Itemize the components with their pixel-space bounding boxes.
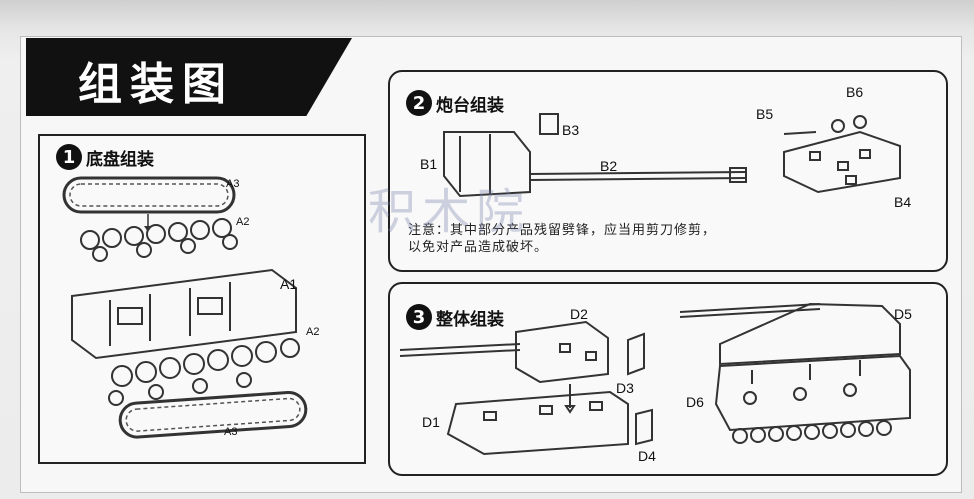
label-b4: B4 [894,194,912,210]
label-d3: D3 [616,380,634,396]
assembly-note: 注意：其中部分产品残留劈锋，应当用剪刀修剪， 以免对产品造成破坏。 [408,222,716,256]
step-3-label: 整体组装 [436,309,504,330]
label-a2-top: A2 [236,216,250,228]
label-a3-top: A3 [226,178,240,190]
step-1-label: 底盘组装 [86,149,154,170]
step-2-label: 炮台组装 [436,95,504,116]
track-top [62,176,236,214]
track-bottom [118,390,308,439]
title-banner [26,38,352,116]
turret-left [443,113,747,198]
tank-assembled [679,302,911,444]
watermark: 积木院 [368,184,531,240]
label-d2: D2 [570,306,588,322]
step-3-panel: 3 整体组装 [388,282,948,476]
road-wheels [732,420,892,444]
label-d1: D1 [422,414,440,430]
label-b1: B1 [420,156,438,172]
label-b2: B2 [600,158,618,174]
chassis-diagram [62,176,308,439]
step-1-number: 1 [56,144,82,170]
hull-part [71,268,297,360]
step-3-header: 3 整体组装 [406,304,504,330]
label-d4: D4 [638,448,656,464]
label-d6: D6 [686,394,704,410]
note-line-2: 以免对产品造成破坏。 [408,240,549,255]
label-b3: B3 [562,122,580,138]
wheels-bottom [108,338,300,406]
wheels-top [80,218,238,262]
final-assembly-diagram [399,302,911,456]
label-b5: B5 [756,106,774,122]
step-1-panel: 1 底盘组装 [38,134,366,464]
step-3-number: 3 [406,304,432,330]
step-2-header: 2 炮台组装 [406,90,504,116]
step-2-number: 2 [406,90,432,116]
page-title: 组装图 [78,59,234,110]
label-a3-bottom: A3 [224,426,238,438]
label-a2-bottom: A2 [306,326,320,338]
step-2-panel: 2 炮台组装 B1 B2 B3 B4 B5 B6 注 [388,70,948,272]
tank-exploded [399,320,653,456]
turret-right [783,115,901,194]
turret-diagram [443,113,901,198]
note-line-1: 注意：其中部分产品残留劈锋，应当用剪刀修剪， [408,223,717,238]
label-a1: A1 [280,276,298,292]
step-1-header: 1 底盘组装 [56,144,154,170]
label-b6: B6 [846,84,864,100]
label-d5: D5 [894,306,912,322]
